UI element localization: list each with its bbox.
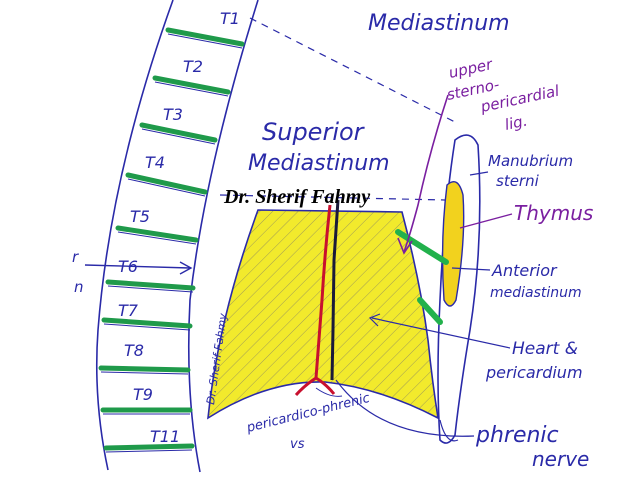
anterior-pointer: [451, 267, 491, 271]
anterior-label-1: Anterior: [491, 261, 558, 280]
heart-pointer: [371, 317, 511, 349]
n-letter: n: [74, 278, 84, 296]
phrenic-label-1: phrenic: [475, 423, 559, 448]
ligament-label-4: lig.: [503, 112, 529, 134]
thymus: [441, 181, 465, 307]
r-letter: r: [72, 248, 79, 266]
superior-label-2: Mediastinum: [248, 151, 390, 176]
heart-label-2: pericardium: [485, 363, 583, 382]
vertebra-label: T9: [133, 385, 153, 404]
vertebra-label: T8: [124, 341, 144, 360]
vertebra-label: T3: [163, 105, 183, 124]
diagram-title: Mediastinum: [368, 11, 510, 36]
vertebra-label: T7: [118, 301, 139, 320]
vessels-label-1: pericardico-phrenic: [244, 391, 371, 436]
superior-label-1: Superior: [262, 118, 366, 146]
vertebra-label: T11: [150, 427, 180, 446]
vertebra-label: T5: [130, 207, 150, 226]
manubrium-label-1: Manubrium: [488, 152, 573, 170]
vertebra-label: T4: [145, 153, 165, 172]
thymus-label: Thymus: [514, 201, 593, 225]
pericardicophrenic-vessel: [294, 204, 336, 397]
vertebra-label: T1: [220, 9, 240, 28]
phrenic-nerve-line: [330, 199, 340, 381]
sternopericardial-ligaments: [395, 229, 449, 325]
level-arrow: [84, 261, 193, 275]
phrenic-pointer: [335, 379, 475, 437]
anterior-label-2: mediastinum: [490, 285, 582, 301]
heart-pericardium: [207, 209, 440, 420]
vessels-label-2: vs: [290, 437, 305, 452]
dashed-plane-lines: [219, 17, 456, 201]
manubrium-pointer: [469, 171, 489, 176]
vertebral-column: [95, 0, 259, 473]
heart-label-1: Heart &: [512, 339, 578, 359]
phrenic-label-2: nerve: [532, 447, 589, 471]
watermark: Dr. Sherif Fahmy: [223, 186, 370, 208]
vertebra-label: T2: [183, 57, 203, 76]
manubrium-label-2: sterni: [496, 172, 540, 190]
thymus-pointer: [459, 213, 513, 229]
